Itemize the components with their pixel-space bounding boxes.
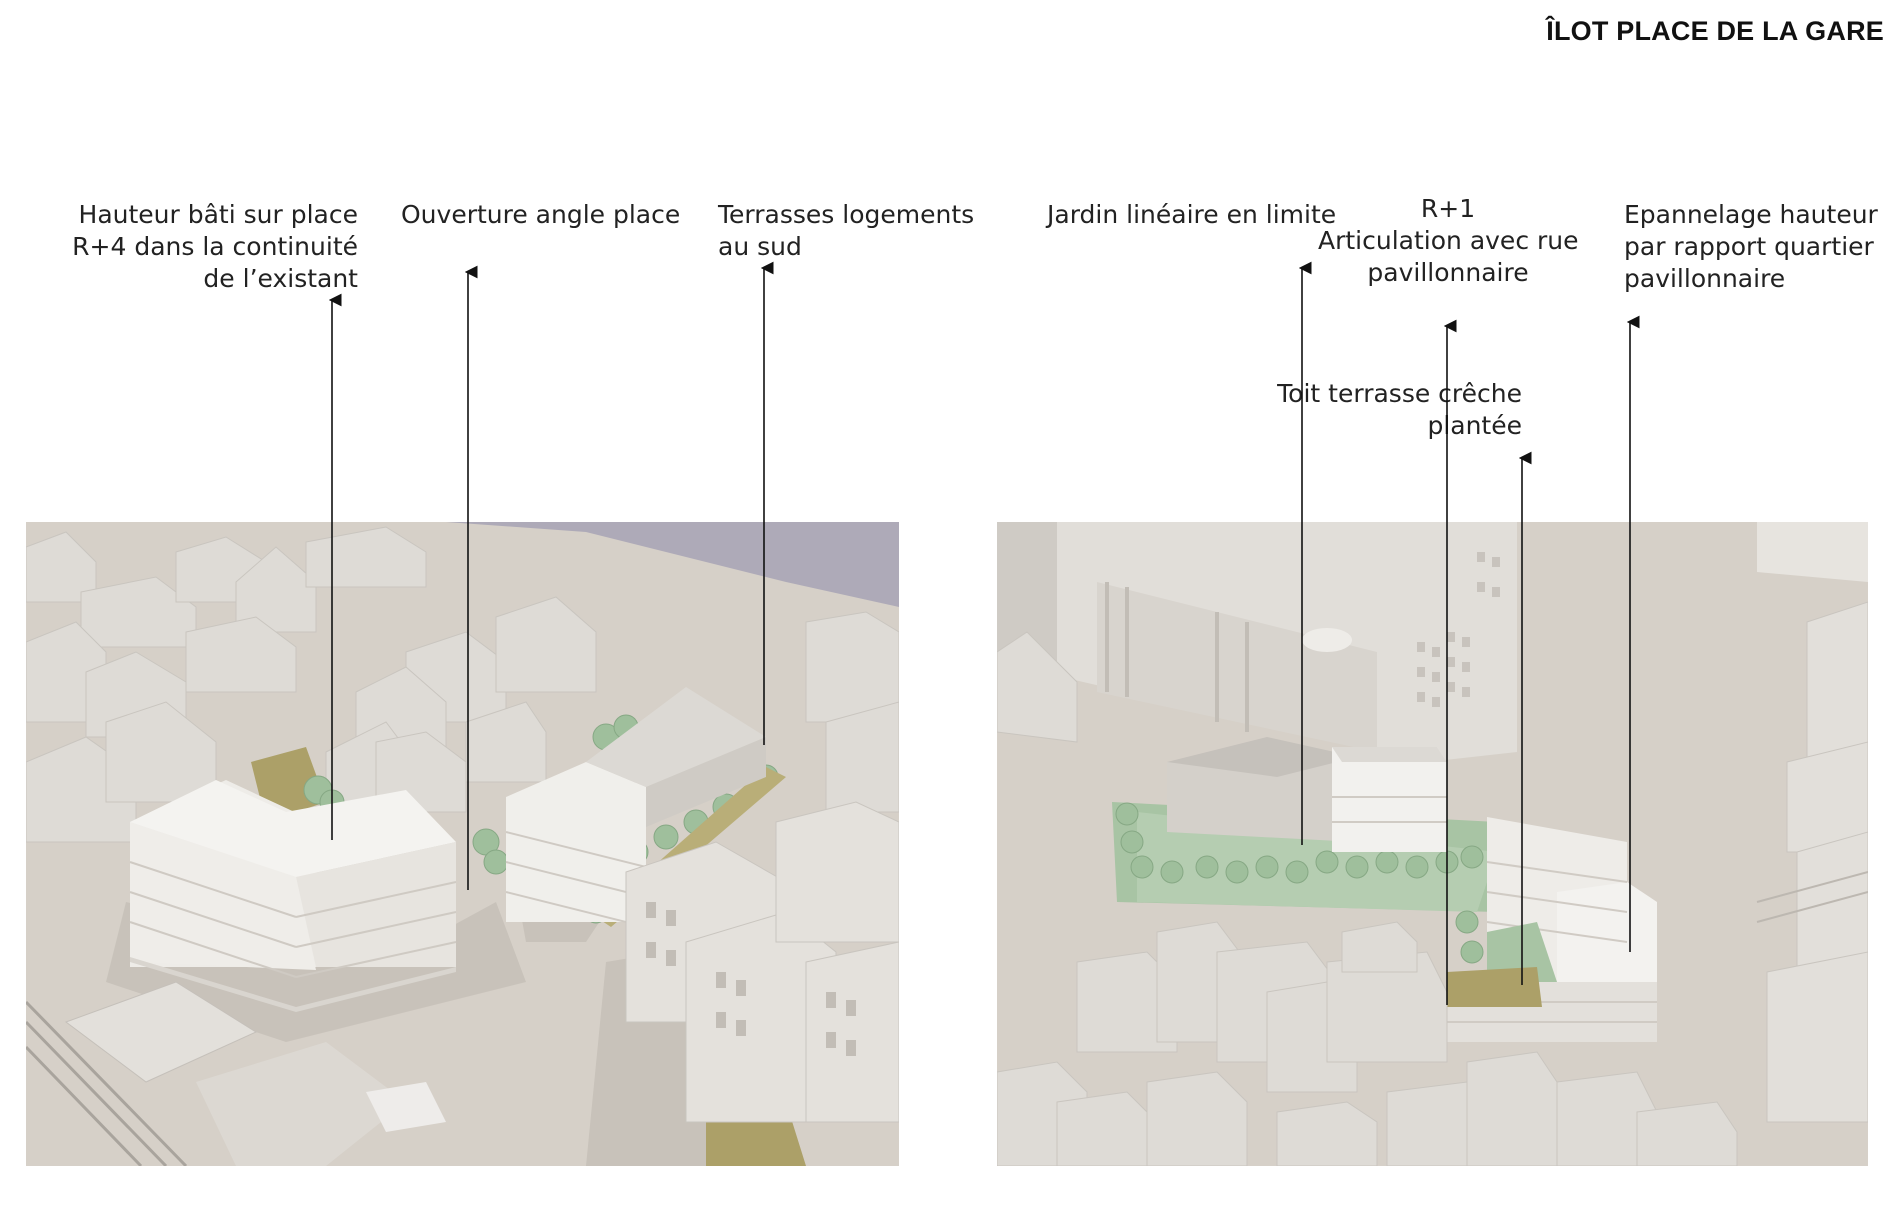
annotation-jardin: Jardin linéaire en limite (1047, 199, 1336, 231)
articulation-block (1332, 747, 1447, 852)
left-3d-render (26, 522, 899, 1166)
annotation-terrasses: Terrasses logements au sud (718, 199, 974, 263)
main-block-left (129, 780, 457, 1012)
page-title: ÎLOT PLACE DE LA GARE (1546, 16, 1884, 46)
annotation-line: au sud (718, 232, 802, 261)
second-block-left (505, 687, 766, 928)
annotation-line: de l’existant (203, 264, 358, 293)
annotation-line: Hauteur bâti sur place (78, 200, 358, 229)
right-3d-view (997, 522, 1868, 1166)
right-3d-render (997, 522, 1868, 1166)
annotation-line: plantée (1427, 411, 1522, 440)
annotation-epannelage: Epannelage hauteur par rapport quartier … (1624, 199, 1878, 295)
annotation-line: R+4 dans la continuité (72, 232, 358, 261)
annotation-line: pavillonnaire (1367, 258, 1529, 287)
annotation-line: par rapport quartier (1624, 232, 1874, 261)
annotation-toit: Toit terrasse crêche plantée (1277, 378, 1522, 442)
annotation-articulation: R+1 Articulation avec rue pavillonnaire (1318, 193, 1579, 289)
annotation-line: R+1 (1420, 194, 1476, 223)
annotation-line: Epannelage hauteur (1624, 200, 1878, 229)
annotation-line: Jardin linéaire en limite (1047, 200, 1337, 229)
annotation-line: Ouverture angle place (401, 200, 681, 229)
annotation-hauteur: Hauteur bâti sur place R+4 dans la conti… (72, 199, 358, 295)
annotation-line: Articulation avec rue (1318, 226, 1579, 255)
background-long-building (997, 522, 1517, 762)
annotation-ouverture: Ouverture angle place (401, 199, 680, 231)
annotation-line: pavillonnaire (1624, 264, 1786, 293)
annotation-line: Terrasses logements (718, 200, 975, 229)
left-3d-view (26, 522, 899, 1166)
annotation-line: Toit terrasse crêche (1277, 379, 1522, 408)
